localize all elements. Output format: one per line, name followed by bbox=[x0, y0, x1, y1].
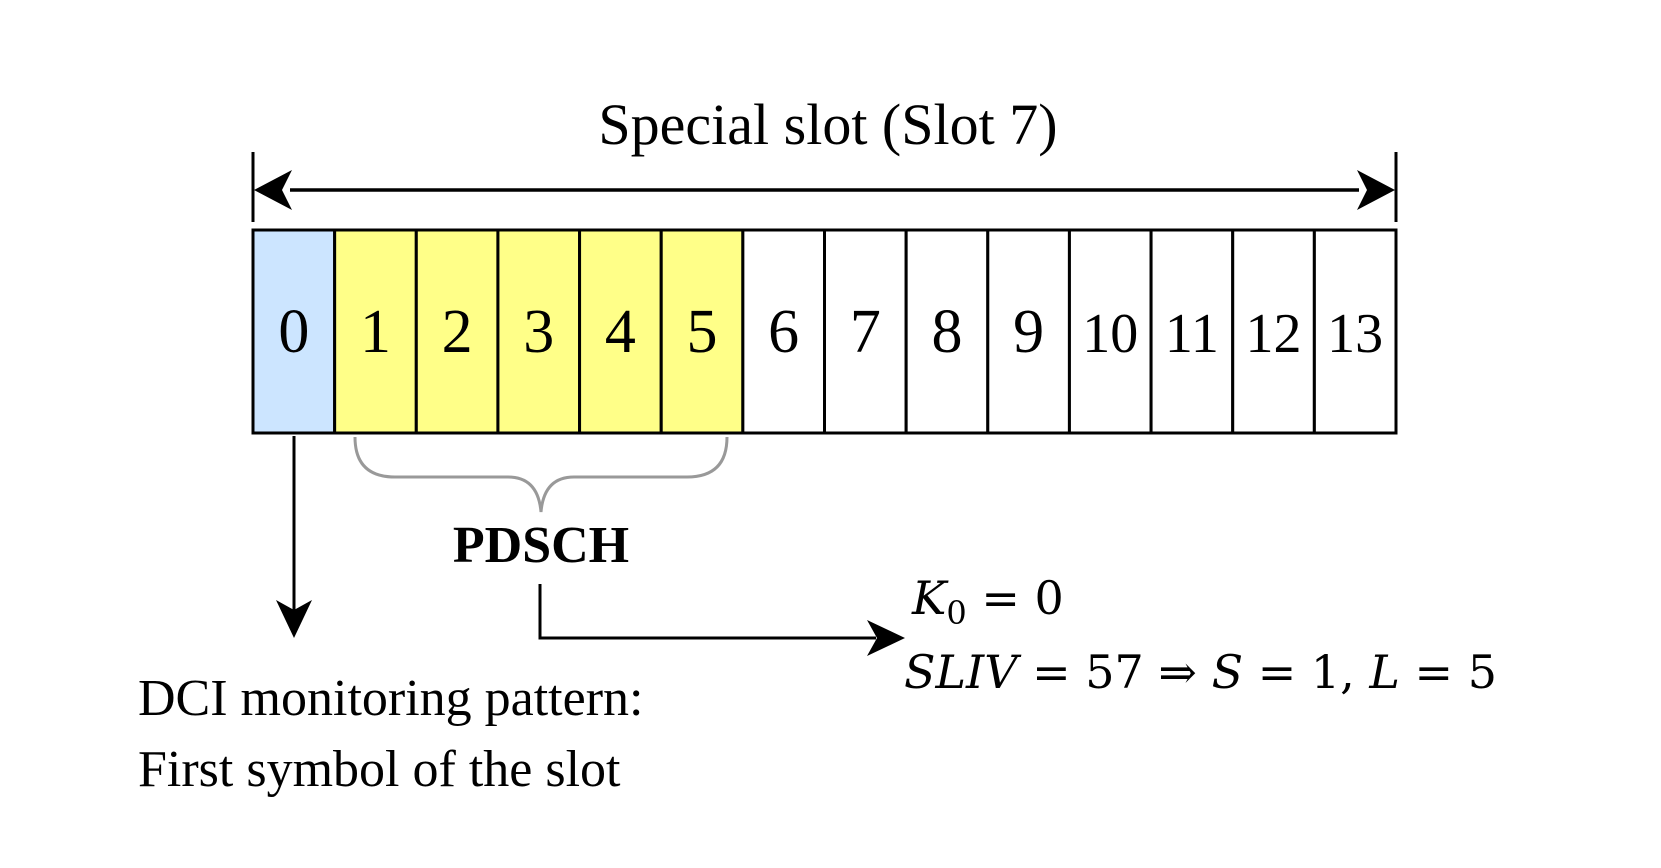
slot-span-arrow bbox=[251, 152, 1398, 222]
symbol-cell-3 bbox=[496, 228, 582, 435]
pdsch-brace bbox=[353, 436, 729, 513]
slot-title: Special slot (Slot 7) bbox=[598, 92, 1057, 157]
pdsch-params-arrow bbox=[538, 584, 905, 656]
dci-arrow bbox=[276, 436, 312, 638]
symbol-label-9: 9 bbox=[1013, 298, 1044, 366]
symbol-cell-1 bbox=[333, 228, 418, 435]
symbol-label-4: 4 bbox=[605, 298, 636, 366]
symbol-label-0: 0 bbox=[278, 298, 309, 366]
symbol-cell-0 bbox=[251, 228, 337, 435]
symbol-cell-12 bbox=[1231, 228, 1316, 435]
symbol-label-12: 12 bbox=[1246, 303, 1302, 365]
symbol-label-6: 6 bbox=[768, 298, 799, 366]
sliv-equation: SLIV = 57 ⇒ S = 1, L = 5 bbox=[904, 645, 1497, 699]
symbol-cell-5 bbox=[659, 228, 745, 435]
symbol-label-2: 2 bbox=[442, 298, 473, 366]
symbol-label-8: 8 bbox=[931, 298, 962, 366]
symbol-label-3: 3 bbox=[523, 298, 554, 366]
symbol-label-5: 5 bbox=[687, 298, 718, 366]
k0-equation: K0 = 0 bbox=[911, 571, 1064, 632]
dci-label-line2: First symbol of the slot bbox=[138, 741, 621, 798]
symbol-cell-7 bbox=[823, 228, 908, 435]
symbol-cell-4 bbox=[578, 228, 663, 435]
symbol-label-7: 7 bbox=[850, 298, 881, 366]
symbol-cell-11 bbox=[1149, 228, 1235, 435]
symbol-cell-10 bbox=[1067, 228, 1153, 435]
symbol-cell-9 bbox=[986, 228, 1071, 435]
symbol-label-10: 10 bbox=[1082, 303, 1138, 365]
pdsch-label: PDSCH bbox=[453, 517, 629, 574]
symbol-cell-8 bbox=[904, 228, 990, 435]
symbol-cell-13 bbox=[1312, 228, 1398, 435]
symbol-label-13: 13 bbox=[1327, 303, 1383, 365]
symbol-cell-2 bbox=[414, 228, 500, 435]
symbol-label-11: 11 bbox=[1165, 303, 1219, 365]
dci-label-line1: DCI monitoring pattern: bbox=[138, 670, 643, 727]
symbol-label-1: 1 bbox=[360, 298, 391, 366]
